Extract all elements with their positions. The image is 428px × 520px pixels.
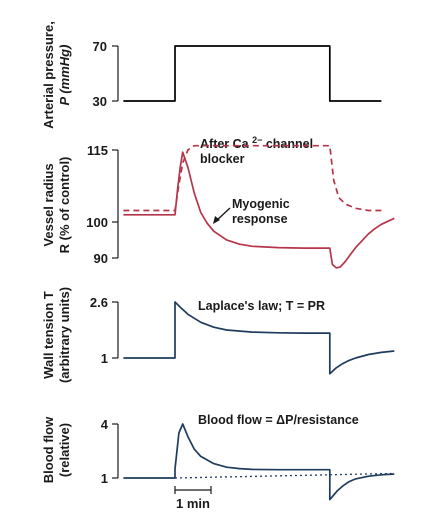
ylabel-radius-line1: Vessel radius — [41, 163, 56, 246]
ytick-30: 30 — [93, 94, 107, 109]
annotation-laplace: Laplace's law; T = PR — [198, 299, 325, 313]
annotation-myogenic-line2: response — [232, 212, 288, 226]
arrow-myogenic — [213, 207, 231, 224]
annotation-ca-blocker-line2: blocker — [200, 152, 245, 166]
series-radius-ca-blocker — [123, 144, 382, 212]
ytick-1: 1 — [101, 351, 108, 366]
ytick-90: 90 — [94, 251, 108, 266]
series-blood-flow — [123, 423, 395, 501]
ytick-70: 70 — [93, 39, 107, 54]
panel-wall-tension: Wall tension T (arbitrary units) 2.6 1 L… — [41, 287, 395, 383]
panel-arterial-pressure: Arterial pressure, P (mmHg) 70 30 — [41, 21, 382, 129]
ylabel-pressure-line2: P (mmHg) — [57, 45, 72, 106]
ylabel-pressure-line1: Arterial pressure, — [41, 21, 56, 129]
panel-vessel-radius: Vessel radius R (% of control) 115 100 9… — [41, 135, 395, 269]
series-wall-tension — [123, 301, 395, 375]
ylabel-tension-line2: (arbitrary units) — [57, 287, 72, 383]
panel-blood-flow: Blood flow (relative) 4 1 Blood flow = Δ… — [41, 413, 395, 511]
ytick-4: 4 — [101, 417, 109, 432]
ylabel-tension-line1: Wall tension T — [41, 291, 56, 379]
series-pressure-trace — [123, 45, 382, 102]
ytick-100: 100 — [86, 215, 108, 230]
annotation-ca-blocker-line1: After Ca 2− channel — [200, 135, 313, 151]
ylabel-flow-line1: Blood flow — [41, 416, 56, 483]
ylabel-flow-line2: (relative) — [57, 423, 72, 477]
ylabel-radius-line2: R (% of control) — [57, 157, 72, 254]
series-flow-baseline-dotted — [174, 472, 392, 479]
series-radius-myogenic — [123, 151, 395, 269]
ytick-115: 115 — [87, 143, 108, 158]
annotation-blood-flow: Blood flow = ΔP/resistance — [198, 413, 359, 427]
ytick-1-flow: 1 — [101, 471, 108, 486]
scalebar-1-min — [174, 486, 212, 494]
ytick-2-6: 2.6 — [90, 295, 108, 310]
scalebar-label: 1 min — [176, 496, 210, 511]
annotation-myogenic-line1: Myogenic — [232, 197, 290, 211]
